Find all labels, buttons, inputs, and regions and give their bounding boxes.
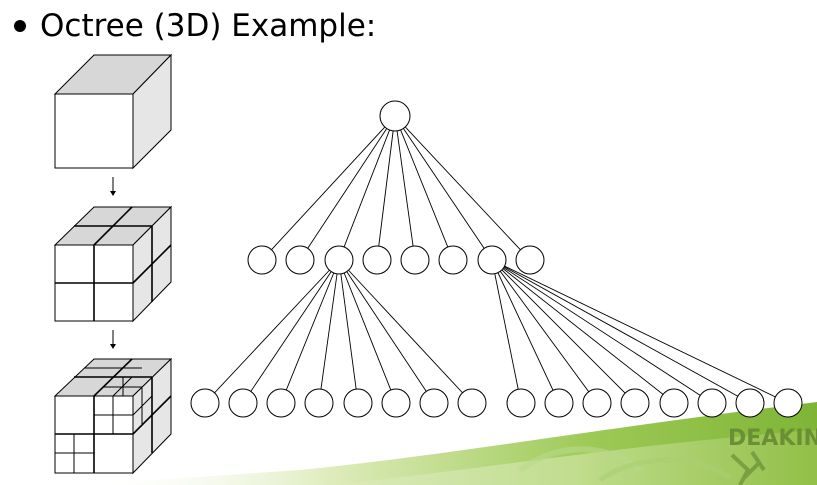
- slide-title-text: Octree (3D) Example:: [40, 8, 377, 44]
- level2-node: [620, 388, 650, 418]
- root-node: [379, 100, 411, 132]
- deakin-logo: DEAKIN: [728, 426, 817, 485]
- footer-decoration: [80, 402, 817, 485]
- level2-node: [735, 388, 765, 418]
- level2-node: [773, 388, 803, 418]
- level2-node: [506, 388, 536, 418]
- level2-node: [659, 388, 689, 418]
- level1-node: [515, 245, 545, 275]
- level1-node: [247, 245, 277, 275]
- cube-level-2: [53, 357, 173, 475]
- cube-level-1: [53, 205, 173, 323]
- level1-node: [362, 245, 392, 275]
- level1-node: [438, 245, 468, 275]
- level1-node: [285, 245, 315, 275]
- level2-node: [381, 388, 411, 418]
- arrow-down-icon: [110, 330, 116, 349]
- cube-level-0: [53, 53, 173, 170]
- bullet-icon: [14, 20, 26, 32]
- level2-node: [266, 388, 296, 418]
- level2-node: [304, 388, 334, 418]
- tree-edges: [204, 115, 789, 404]
- level2-node: [228, 388, 258, 418]
- level2-node: [544, 388, 574, 418]
- level2-node: [190, 388, 220, 418]
- slide-title: Octree (3D) Example:: [14, 4, 376, 48]
- logo-text: DEAKIN: [728, 426, 817, 451]
- level2-node: [457, 388, 487, 418]
- tree-nodes: [190, 100, 803, 418]
- level1-node: [324, 245, 354, 275]
- arrow-down-icon: [110, 177, 116, 196]
- level1-node: [400, 245, 430, 275]
- level2-node: [343, 388, 373, 418]
- level2-node: [697, 388, 727, 418]
- level2-node: [582, 388, 612, 418]
- level2-node: [419, 388, 449, 418]
- level1-node: [477, 245, 507, 275]
